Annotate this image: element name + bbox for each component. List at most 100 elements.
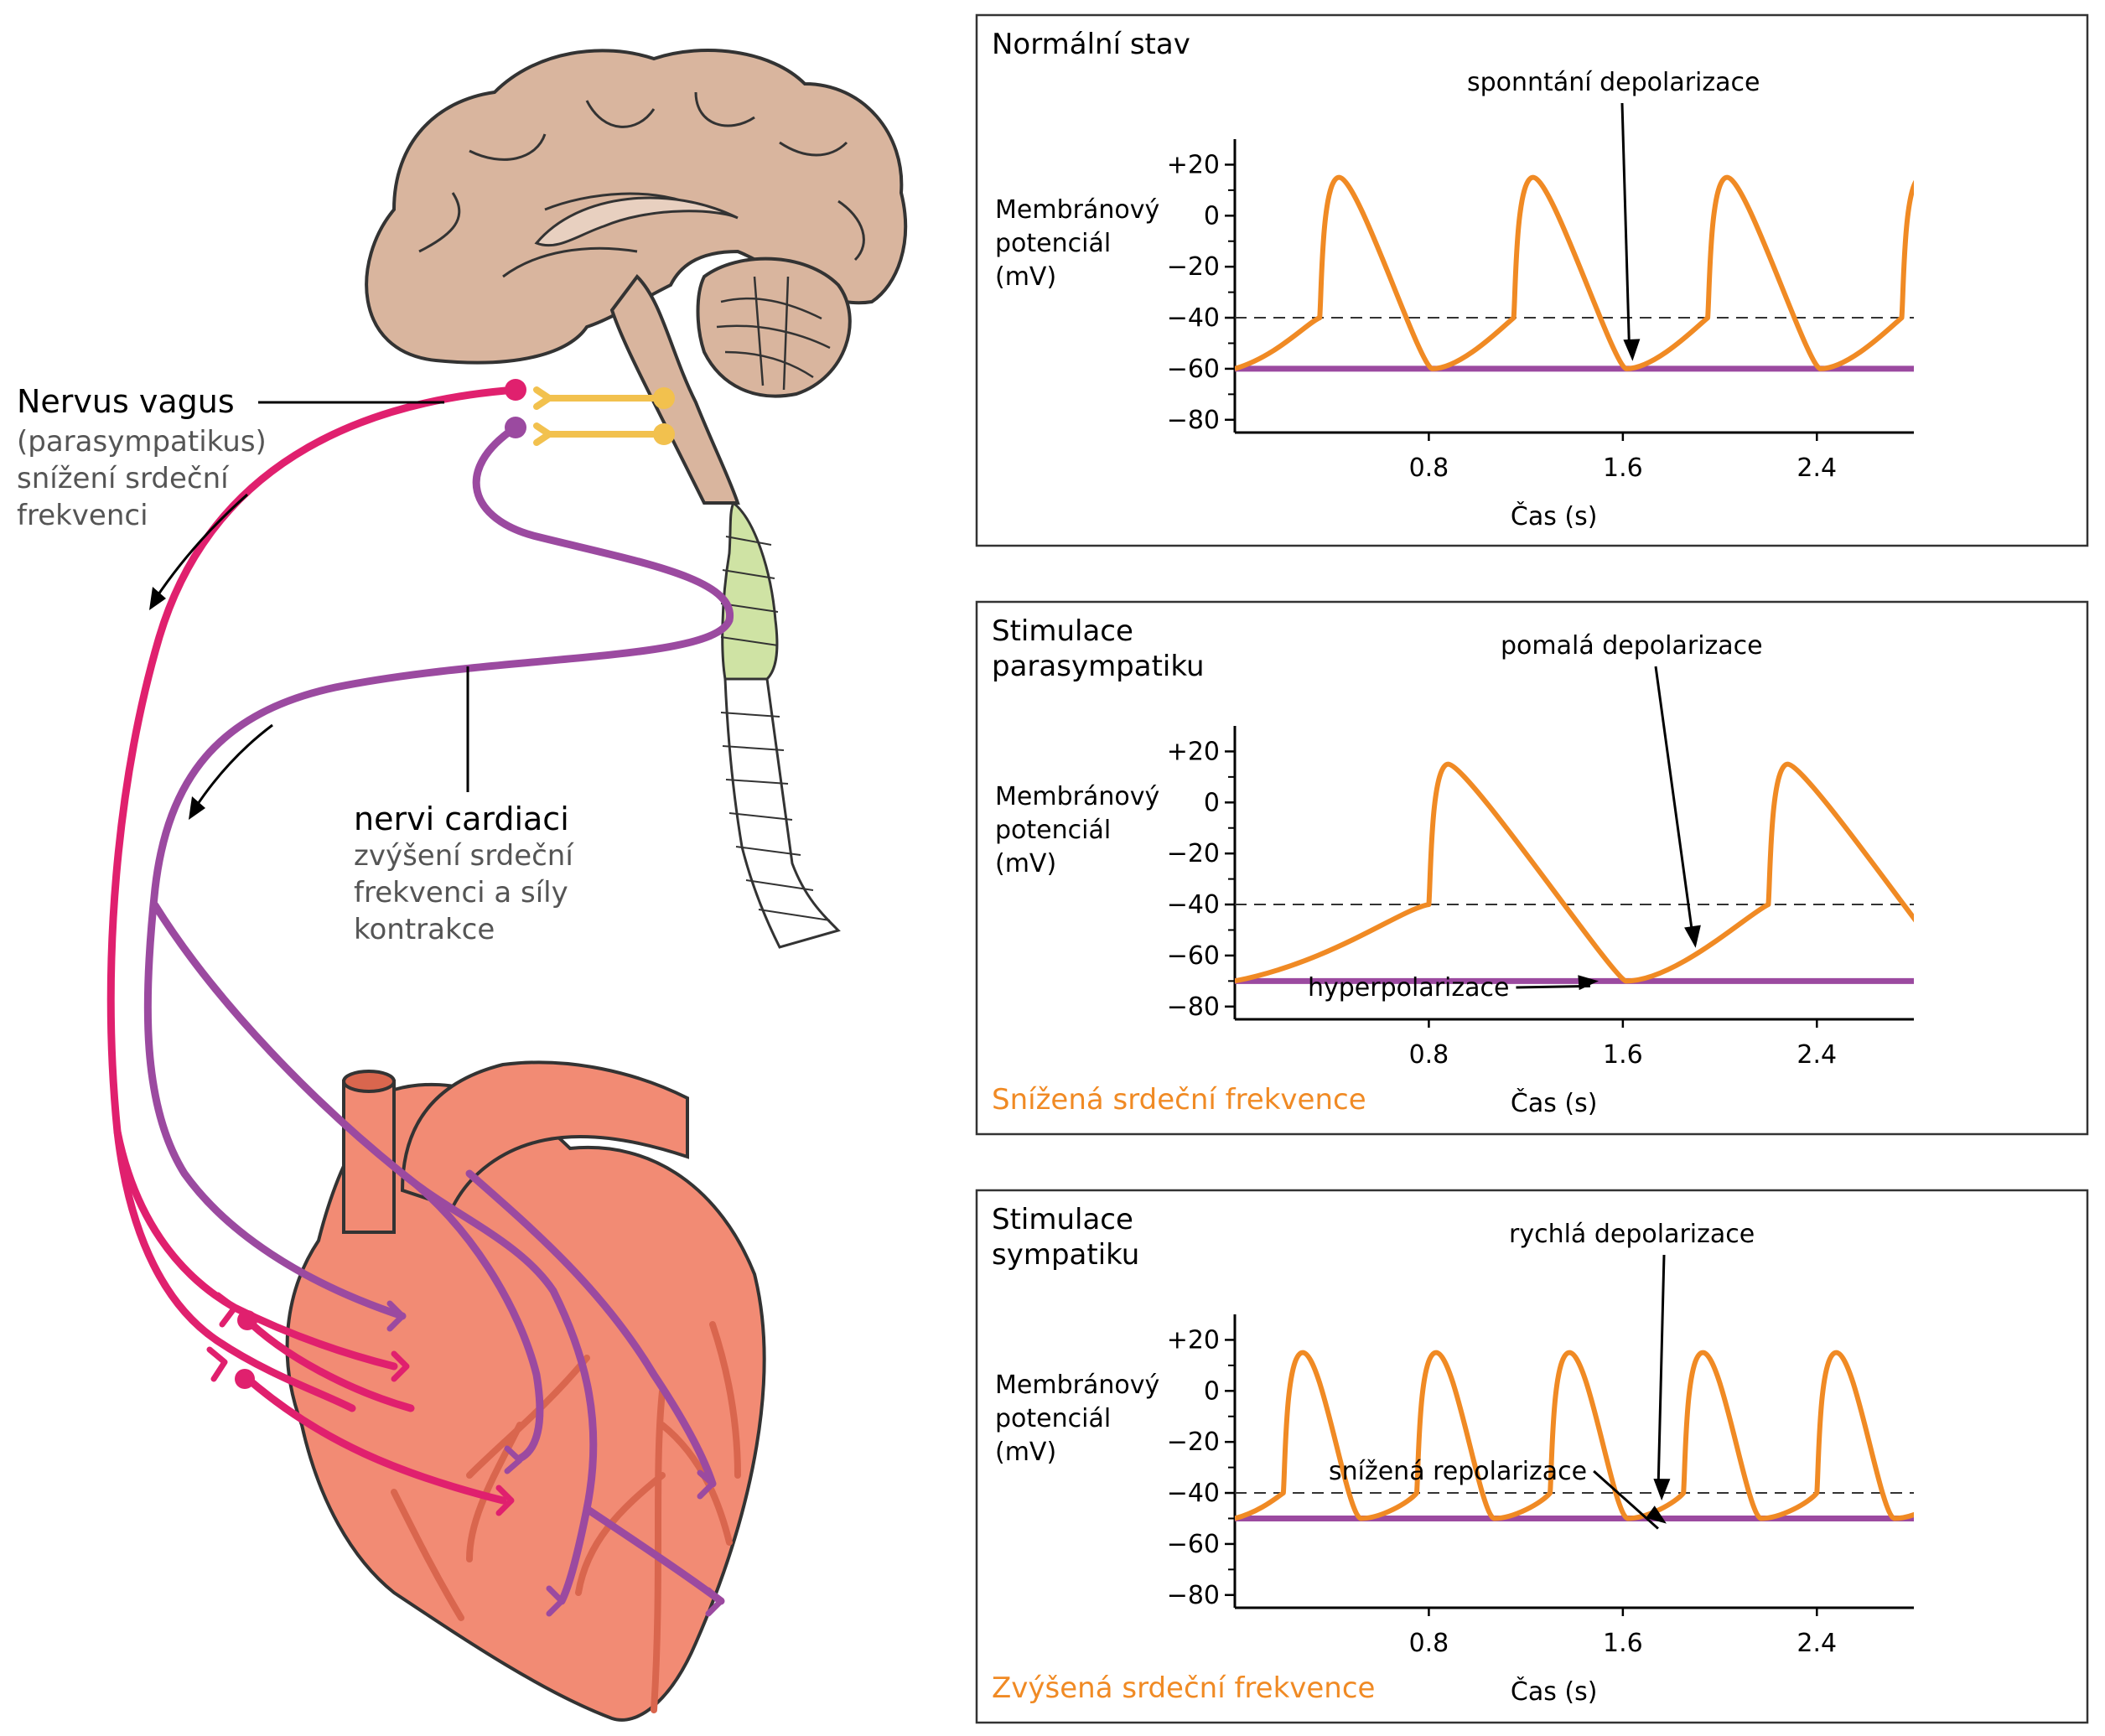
annotation-top-arrow (1654, 666, 1694, 933)
brain-cerebellum (696, 257, 852, 398)
annotation-bottom-arrowhead (1578, 975, 1599, 991)
membrane-potential-chart: Membránovýpotenciál(mV)+200−20−40−60−800… (995, 68, 1914, 531)
vagus-sub-line-2: snížení srdeční (17, 462, 230, 495)
action-potential-trace (1235, 761, 1914, 984)
annotation-bottom-arrowhead (1646, 1505, 1667, 1524)
action-potential-trace (1235, 1350, 1914, 1521)
y-axis-label-line: Membránový (995, 782, 1159, 811)
brain-stem (609, 273, 740, 505)
synapse-lower-bulb (653, 423, 675, 445)
synapse-upper (533, 386, 666, 410)
cerebellum-folia (716, 276, 831, 391)
annotation-top-arrow (1657, 1254, 1666, 1486)
y-axis-label-line: potenciál (995, 1404, 1111, 1433)
x-tick-label: 1.6 (1603, 453, 1643, 483)
vagus-nerve-path (106, 386, 520, 1412)
y-tick-label: −40 (1167, 303, 1220, 333)
x-axis-label: Čas (s) (1511, 500, 1598, 531)
vagus-branch-2 (239, 1312, 415, 1412)
y-tick-label: −60 (1167, 1530, 1220, 1559)
y-tick-label: +20 (1167, 150, 1220, 179)
panel-frame (975, 600, 2089, 1136)
y-tick-label: 0 (1204, 1376, 1220, 1406)
brain-gyri (418, 91, 865, 278)
membrane-potential-chart: Membránovýpotenciál(mV)+200−20−40−60−800… (995, 1220, 1914, 1707)
cardiac-branch-3 (465, 1169, 717, 1488)
brain-illustration (365, 49, 908, 505)
x-tick-label: 0.8 (1409, 453, 1449, 483)
panel-parasympathetic: Stimulace parasympatiku Membránovýpotenc… (975, 600, 2089, 1136)
y-axis-label-line: Membránový (995, 1371, 1159, 1400)
vagus-label-group: Nervus vagus (parasympatikus) snížení sr… (17, 383, 444, 610)
vagus-origin-terminal (505, 379, 526, 401)
annotation-bottom-arrow (1516, 984, 1590, 989)
x-axis-label: Čas (s) (1511, 1676, 1598, 1707)
synapse-upper-bulb (653, 387, 675, 409)
panel-normal: Normální stav Membránovýpotenciál(mV)+20… (975, 13, 2089, 547)
x-tick-label: 2.4 (1797, 453, 1837, 483)
y-tick-label: 0 (1204, 201, 1220, 231)
cardiac-branch-1 (151, 901, 544, 1463)
cardiac-nerve-path (143, 423, 734, 1320)
y-tick-label: −80 (1167, 992, 1220, 1022)
spine-illustration (720, 500, 841, 949)
cardiac-branch-2 (398, 1169, 598, 1605)
annotation-top-label: sponntání depolarizace (1467, 68, 1760, 97)
y-tick-label: 0 (1204, 788, 1220, 817)
annotation-top-arrowhead (1623, 339, 1641, 361)
annotation-top-label: rychlá depolarizace (1509, 1220, 1755, 1249)
spine-thoracic-segments (720, 712, 831, 921)
annotation-top-label: pomalá depolarizace (1501, 631, 1763, 661)
x-tick-label: 1.6 (1603, 1629, 1643, 1658)
y-tick-label: −20 (1167, 1428, 1220, 1457)
panel-title-line-1: Stimulace (992, 1203, 1133, 1236)
x-axis-label: Čas (s) (1511, 1087, 1598, 1118)
cardiac-origin-terminal (505, 417, 526, 438)
cardiac-sub-line-1: zvýšení srdeční (354, 839, 574, 873)
membrane-potential-chart: Membránovýpotenciál(mV)+200−20−40−60−800… (995, 631, 1914, 1118)
brain-corpus-callosum (534, 196, 739, 247)
vagus-ganglion-2 (235, 1369, 255, 1389)
x-tick-label: 2.4 (1797, 1040, 1837, 1070)
vagus-title: Nervus vagus (17, 383, 235, 420)
y-tick-label: +20 (1167, 737, 1220, 766)
y-axis-label-line: Membránový (995, 195, 1159, 225)
y-tick-label: +20 (1167, 1325, 1220, 1355)
synapse-lower (533, 422, 666, 446)
y-axis-label-line: potenciál (995, 229, 1111, 258)
vagus-branch-3 (239, 1371, 507, 1505)
panel-footer: Zvýšená srdeční frekvence (992, 1671, 1375, 1705)
y-axis-label-line: (mV) (995, 1438, 1056, 1467)
action-potential-trace (1235, 174, 1914, 371)
spine-cervical-segments (720, 536, 779, 646)
vagus-direction-arrowhead (149, 587, 166, 610)
vagus-endings (206, 1292, 515, 1516)
y-tick-label: −60 (1167, 941, 1220, 971)
panel-title-line-2: parasympatiku (992, 650, 1205, 683)
annotation-bottom-label: snížená repolarizace (1329, 1457, 1587, 1486)
cardiac-sub-line-2: frekvenci a síly (354, 876, 568, 909)
panel-sympathetic: Stimulace sympatiku Membránový potenciál (… (975, 1189, 2089, 1724)
cardiac-direction-arrow (193, 723, 273, 810)
panel-title-line-2: sympatiku (992, 1238, 1139, 1272)
y-tick-label: −40 (1167, 890, 1220, 920)
cardiac-title: nervi cardiaci (354, 801, 569, 837)
y-tick-label: −20 (1167, 252, 1220, 282)
cardiac-endings (386, 1300, 724, 1617)
heart-aorta (400, 1060, 689, 1210)
heart-illustration (285, 1060, 766, 1722)
panel-title-line-1: Stimulace (992, 614, 1133, 648)
panel-footer: Snížená srdeční frekvence (992, 1083, 1366, 1117)
vagus-direction-arrow (153, 493, 248, 600)
y-tick-label: −20 (1167, 839, 1220, 868)
annotation-top-arrow (1620, 102, 1631, 346)
vagus-sub-line-3: frekvenci (17, 499, 148, 532)
y-axis-label-line: (mV) (995, 849, 1056, 878)
spine-thoracic (723, 677, 841, 949)
annotation-top-arrowhead (1684, 925, 1701, 948)
x-tick-label: 2.4 (1797, 1629, 1837, 1658)
y-tick-label: −40 (1167, 1479, 1220, 1508)
nerve-paths (106, 379, 734, 1617)
annotation-bottom-label: hyperpolarizace (1308, 973, 1509, 1003)
